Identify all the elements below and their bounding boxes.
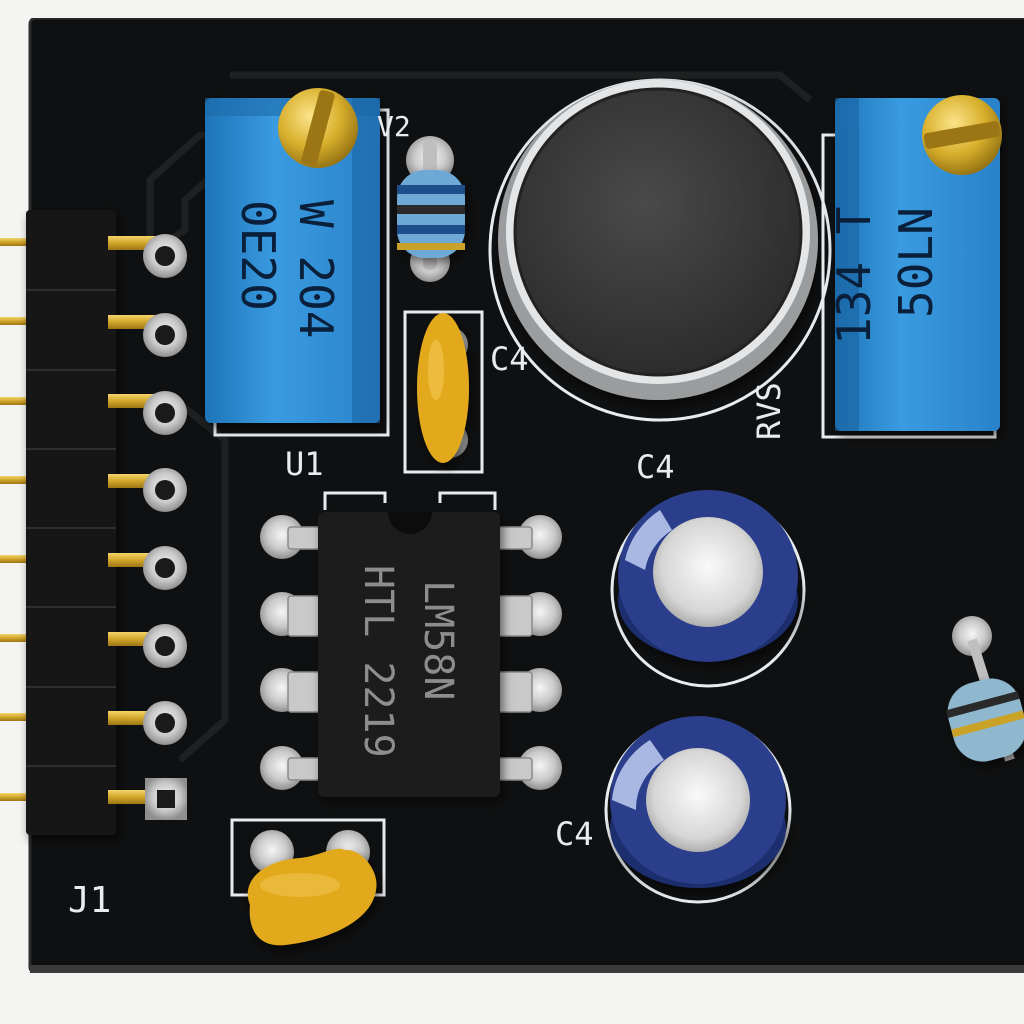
- electrolytic-cap-1: [610, 490, 806, 688]
- cap-ref-label-b: C4: [636, 448, 675, 486]
- cap-ref-label-a: C4: [490, 340, 529, 378]
- trimpot-left-line1: W 204: [289, 200, 343, 338]
- trimpot-left: W 204 0E20: [205, 88, 390, 437]
- microphone-capsule: [488, 78, 832, 422]
- trimpot-left-line2: 0E20: [231, 200, 285, 311]
- ic-marking-line1: LM58N: [415, 580, 461, 700]
- trimpot-left-screw: [278, 88, 358, 168]
- electrolytic-cap-2: [604, 716, 792, 904]
- ic-ref-label: U1: [285, 445, 324, 483]
- trimpot-left-ref-label: V2: [377, 110, 411, 143]
- trimpot-right-screw: [922, 95, 1002, 175]
- copper-traces: [146, 71, 813, 763]
- trimpot-right-line2: 50LN: [889, 207, 943, 318]
- trimpot-right-ref-label: RVS: [750, 382, 788, 440]
- background-top: [0, 0, 1024, 18]
- ceramic-cap-bottom: [230, 818, 386, 946]
- ceramic-cap-top: [403, 310, 484, 474]
- resistor-right: [946, 616, 1024, 762]
- header-pins: [0, 238, 40, 801]
- background-bottom: [0, 973, 1024, 1024]
- header-ref-label: J1: [68, 880, 111, 921]
- cap-ref-label-c: C4: [555, 815, 594, 853]
- header-pads: [143, 234, 187, 820]
- ic-legs: [287, 526, 533, 781]
- pin-header-j1: [0, 210, 187, 835]
- ic-marking-line2: HTL 2219: [355, 565, 401, 758]
- trimpot-right: 134 T 50LN: [821, 95, 1002, 439]
- dip8-ic-u1: LM58N HTL 2219: [260, 491, 562, 797]
- resistor-top: [397, 136, 465, 282]
- trimpot-right-line1: 134 T: [827, 207, 881, 345]
